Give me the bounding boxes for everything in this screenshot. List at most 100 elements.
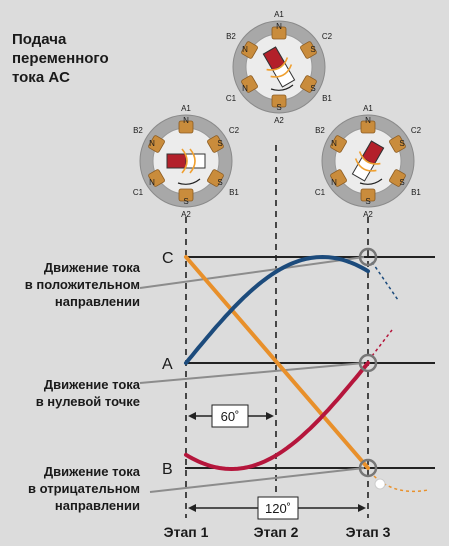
stage-label-1: Этап 1 bbox=[164, 524, 209, 540]
title-line-2: переменного bbox=[12, 50, 109, 67]
desc-negative-line-1: Движение тока bbox=[44, 464, 141, 479]
pole-n-left: N bbox=[242, 45, 248, 54]
phase-a-curve bbox=[184, 254, 370, 365]
rotor-winding bbox=[270, 64, 293, 78]
rotor-winding bbox=[266, 57, 289, 71]
stator-coil bbox=[207, 169, 224, 187]
marker-c-ghost bbox=[374, 478, 386, 490]
label-a1: A1 bbox=[181, 104, 191, 113]
label-b2: B2 bbox=[133, 126, 143, 135]
phase-curves bbox=[184, 254, 429, 493]
stator-coil bbox=[389, 169, 406, 187]
angle-120-box bbox=[257, 496, 299, 520]
marker-a bbox=[358, 353, 378, 373]
rotation-arrow-icon bbox=[270, 84, 294, 91]
stator-coil bbox=[271, 94, 287, 108]
marker-b bbox=[358, 458, 378, 478]
label-c2: C2 bbox=[322, 32, 333, 41]
stator-coil bbox=[178, 120, 194, 134]
desc-negative-line-3: направлении bbox=[55, 498, 140, 513]
stator-coil bbox=[330, 135, 347, 153]
pole-s-lower-right: S bbox=[310, 84, 315, 93]
pole-n-lower-left: N bbox=[331, 178, 337, 187]
angle-60-label: 60˚ bbox=[221, 409, 240, 424]
desc-positive-line-1: Движение тока bbox=[44, 260, 141, 275]
stator-coil bbox=[360, 188, 376, 202]
pointer-positive bbox=[139, 256, 365, 289]
title-line-1: Подача bbox=[12, 31, 67, 48]
rotor-north-half bbox=[361, 140, 385, 166]
pole-s-right: S bbox=[399, 139, 404, 148]
pole-n-top: N bbox=[183, 116, 189, 125]
pole-n-left: N bbox=[331, 139, 337, 148]
pole-s-lower-right: S bbox=[217, 178, 222, 187]
description-negative: Движение тока в отрицательном направлени… bbox=[28, 464, 141, 513]
phase-a-continuation bbox=[371, 261, 399, 301]
title: Подача переменного тока AC bbox=[12, 31, 109, 86]
angle-120-arrow-right bbox=[358, 504, 366, 512]
phase-b-continuation bbox=[371, 329, 393, 357]
label-a2: A2 bbox=[274, 116, 284, 125]
label-c2: C2 bbox=[229, 126, 240, 135]
marker-c bbox=[358, 247, 378, 267]
angle-60: 60˚ bbox=[188, 404, 274, 428]
stator-coil bbox=[360, 120, 376, 134]
phase-c-curve bbox=[184, 255, 370, 470]
desc-positive-line-2: в положительном bbox=[25, 277, 140, 292]
desc-positive-line-3: направлении bbox=[55, 294, 140, 309]
label-c1: C1 bbox=[133, 188, 144, 197]
rotor bbox=[262, 46, 296, 88]
stator-coil bbox=[300, 75, 317, 93]
pole-n-top: N bbox=[365, 116, 371, 125]
pole-n-lower-left: N bbox=[242, 84, 248, 93]
rotor-winding bbox=[181, 148, 188, 174]
stage-labels: Этап 1 Этап 2 Этап 3 bbox=[164, 524, 391, 540]
title-line-3: тока AC bbox=[12, 69, 70, 86]
rotation-arrow-icon bbox=[177, 178, 201, 185]
description-zero: Движение тока в нулевой точке bbox=[36, 377, 141, 409]
pointer-zero bbox=[139, 362, 365, 384]
rotor bbox=[166, 148, 206, 174]
desc-zero-line-1: Движение тока bbox=[44, 377, 141, 392]
stator-coil bbox=[148, 135, 165, 153]
label-b2: B2 bbox=[226, 32, 236, 41]
angle-120: 120˚ bbox=[188, 496, 366, 520]
label-a2: A2 bbox=[181, 210, 191, 219]
stator-coil bbox=[178, 188, 194, 202]
pole-s-lower-right: S bbox=[399, 178, 404, 187]
label-c1: C1 bbox=[315, 188, 326, 197]
stage-label-2: Этап 2 bbox=[254, 524, 299, 540]
label-c1: C1 bbox=[226, 94, 237, 103]
angle-120-label: 120˚ bbox=[265, 501, 291, 516]
pole-s-bottom: S bbox=[365, 197, 370, 206]
desc-negative-line-2: в отрицательном bbox=[28, 481, 140, 496]
stator-coil bbox=[148, 169, 165, 187]
angle-120-arrow-left bbox=[188, 504, 196, 512]
stator-coil bbox=[330, 169, 347, 187]
stator-coil bbox=[300, 41, 317, 59]
stator-coil bbox=[271, 26, 287, 40]
label-b1: B1 bbox=[322, 94, 332, 103]
rotor-winding bbox=[358, 151, 381, 165]
pole-s-bottom: S bbox=[183, 197, 188, 206]
stator-coil bbox=[241, 41, 258, 59]
rotor-north-half bbox=[262, 46, 286, 72]
phase-label-c: C bbox=[162, 250, 174, 267]
phase-letters: C A B bbox=[162, 250, 174, 478]
phase-label-a: A bbox=[162, 356, 173, 373]
phase-label-b: B bbox=[162, 461, 173, 478]
pole-n-lower-left: N bbox=[149, 178, 155, 187]
pole-n-left: N bbox=[149, 139, 155, 148]
rotor-winding bbox=[189, 148, 196, 174]
rotor bbox=[351, 140, 385, 182]
label-b1: B1 bbox=[229, 188, 239, 197]
rotor-north-half bbox=[166, 153, 187, 169]
label-b2: B2 bbox=[315, 126, 325, 135]
pointer-lines bbox=[139, 256, 365, 493]
stator-coil bbox=[207, 135, 224, 153]
